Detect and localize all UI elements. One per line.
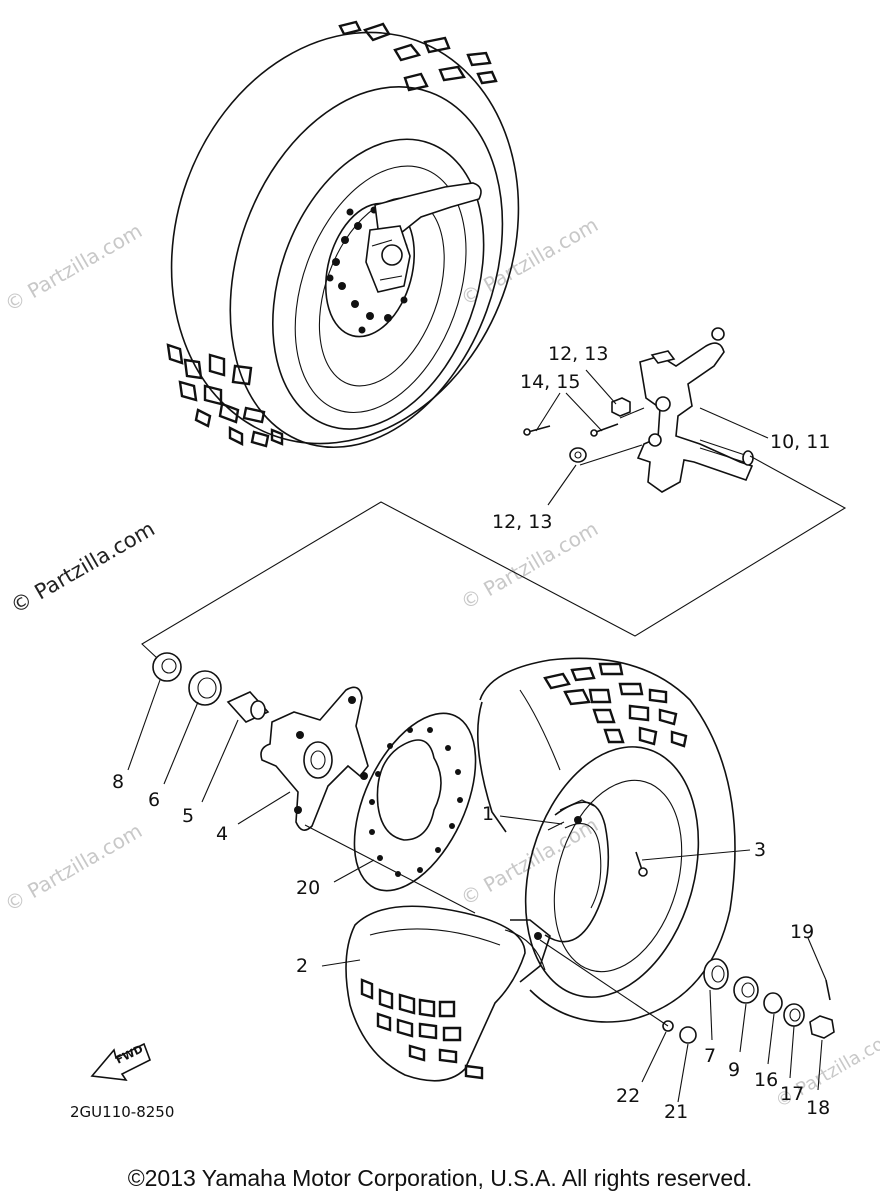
- callout-9: 9: [728, 1059, 740, 1081]
- callout-1: 1: [482, 803, 494, 825]
- callout-19: 19: [790, 921, 814, 943]
- copyright-footer: ©2013 Yamaha Motor Corporation, U.S.A. A…: [127, 1165, 753, 1191]
- callout-17: 17: [780, 1083, 804, 1105]
- exploded-bracket: [141, 455, 847, 659]
- callout-6: 6: [148, 789, 160, 811]
- forward-direction-arrow: FWD: [90, 1042, 152, 1081]
- steering-knuckle: [523, 327, 754, 493]
- callout-12-13-top: 12, 13: [548, 343, 608, 365]
- watermark: © Partzilla.com: [457, 212, 603, 310]
- callout-18: 18: [806, 1097, 830, 1119]
- exploded-wheel: [345, 657, 736, 1082]
- watermark: © Partzilla.com: [7, 517, 159, 619]
- axle-end-parts: [539, 939, 835, 1044]
- watermark: © Partzilla.com: [1, 818, 147, 916]
- callout-16: 16: [754, 1069, 778, 1091]
- callout-22: 22: [616, 1085, 640, 1107]
- callout-21: 21: [664, 1101, 688, 1123]
- hub-parts: [152, 652, 477, 914]
- callout-labels: 12, 13 14, 15 10, 11 12, 13 8 6 5 4 20 1…: [112, 343, 830, 1123]
- callout-14-15: 14, 15: [520, 371, 580, 393]
- callout-2: 2: [296, 955, 308, 977]
- callout-8: 8: [112, 771, 124, 793]
- leader-lines: [127, 369, 827, 1103]
- callout-4: 4: [216, 823, 228, 845]
- watermark: © Partzilla.com: [1, 218, 147, 316]
- callout-20: 20: [296, 877, 320, 899]
- diagram-code: 2GU110-8250: [70, 1103, 174, 1121]
- callout-7: 7: [704, 1045, 716, 1067]
- callout-5: 5: [182, 805, 194, 827]
- assembled-wheel: [166, 20, 520, 449]
- callout-3: 3: [754, 839, 766, 861]
- callout-10-11: 10, 11: [770, 431, 830, 453]
- callout-12-13-bottom: 12, 13: [492, 511, 552, 533]
